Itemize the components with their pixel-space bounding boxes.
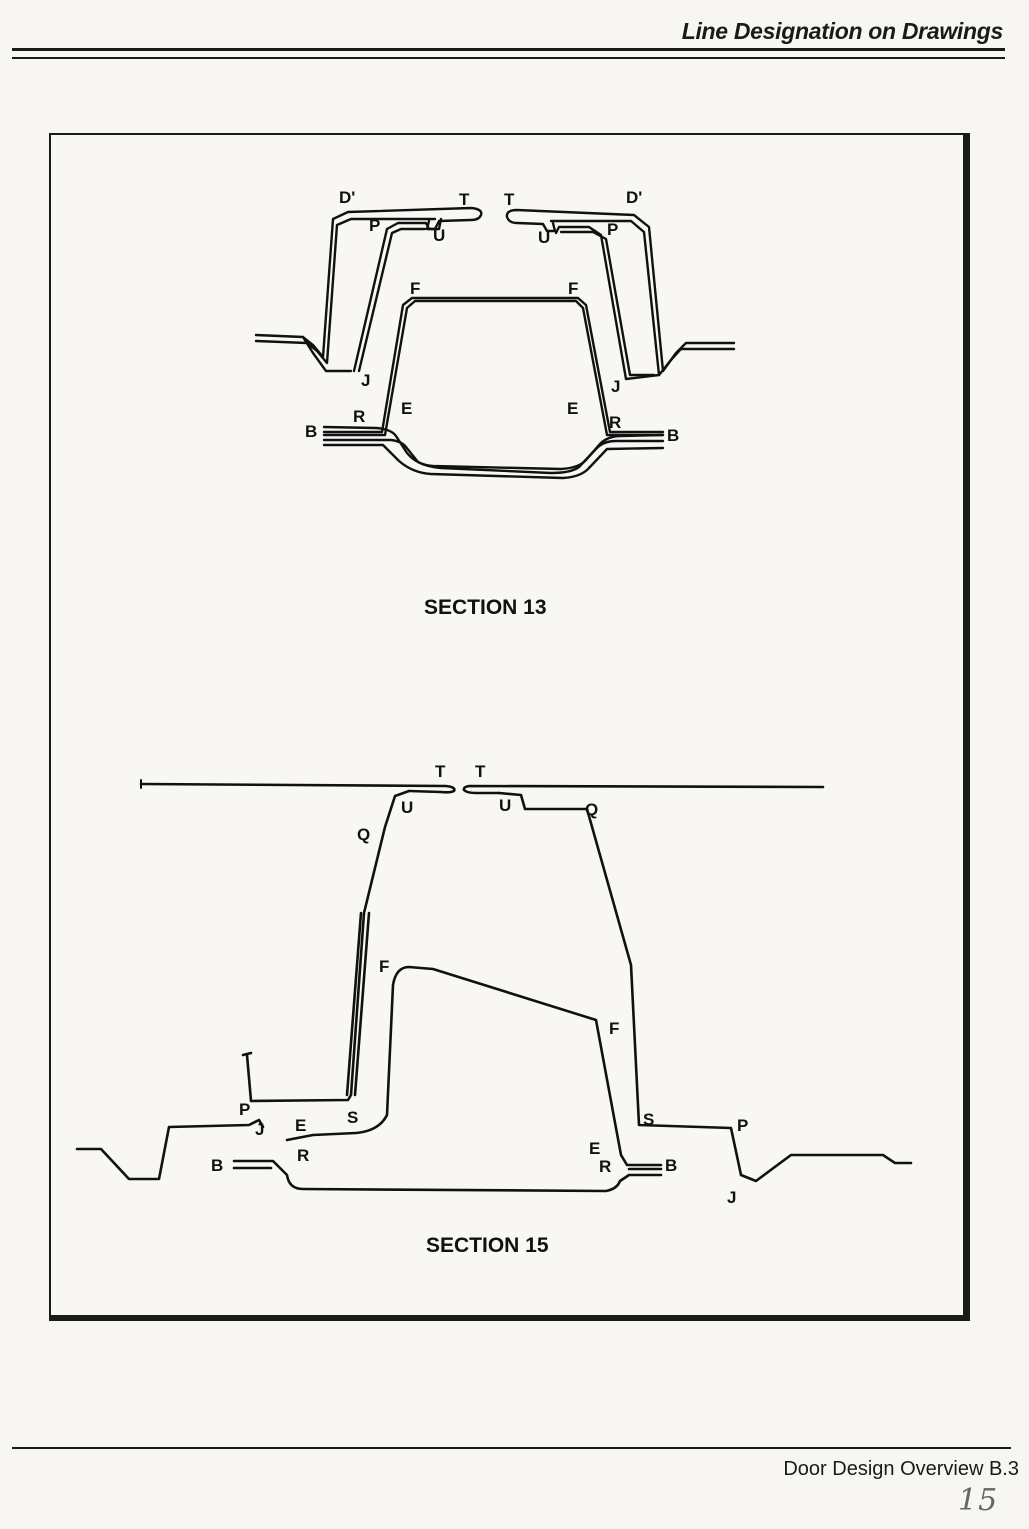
s13-label-t-right: T [504, 190, 515, 209]
section15-f-section [285, 965, 663, 1167]
header-rule-top [12, 48, 1005, 51]
s15-label-t-right: T [475, 762, 486, 781]
section15-left-panel [241, 789, 411, 1103]
section15-right-panel [497, 791, 913, 1183]
s13-label-j-right: J [611, 377, 620, 396]
section15-left-skin [75, 1118, 265, 1181]
s15-label-e-right: E [589, 1139, 600, 1158]
section13-drawing [254, 206, 736, 480]
header-rule-bottom [12, 57, 1005, 59]
page-header-title: Line Designation on Drawings [681, 18, 1004, 44]
s15-label-r-right: R [599, 1157, 611, 1176]
s13-label-u-right: U [538, 228, 550, 247]
s13-label-b-left: B [305, 422, 317, 441]
footer-rule [12, 1447, 1011, 1449]
s15-label-u-right: U [499, 796, 511, 815]
s15-label-t-left: T [435, 762, 446, 781]
s13-label-e-right: E [567, 399, 578, 418]
s15-label-s-left: S [347, 1108, 358, 1127]
section15-b-section [232, 1159, 663, 1193]
s15-label-e-left: E [295, 1116, 306, 1135]
page-number: 15 [958, 1483, 999, 1518]
section-drawings: D' T T D' P U U P F F J J R E E R B B SE… [75, 188, 913, 1257]
s13-label-f-left: F [410, 279, 420, 298]
section13-outer-left-line [254, 206, 483, 373]
figure-frame: D' T T D' P U U P F F J J R E E R B B SE… [49, 133, 970, 1321]
section15-caption: SECTION 15 [426, 1234, 549, 1257]
s13-label-t-left: T [459, 190, 470, 209]
footer-text: Door Design Overview B.3 [783, 1458, 1019, 1480]
section13-inner-right-line [554, 225, 661, 381]
s15-label-u-left: U [401, 798, 413, 817]
section13-inner-left-line [352, 217, 443, 373]
s15-label-b-left: B [211, 1156, 223, 1175]
s15-label-p-left: P [239, 1100, 250, 1119]
section15-top-line [139, 779, 825, 795]
s15-label-b-right: B [665, 1156, 677, 1175]
s13-label-r-right: R [609, 413, 621, 432]
s13-label-e-left: E [401, 399, 412, 418]
s13-label-b-right: B [667, 426, 679, 445]
s13-label-d-prime-left: D' [339, 188, 355, 207]
s13-label-d-prime-right: D' [626, 188, 642, 207]
s13-label-r-left: R [353, 407, 365, 426]
s13-label-j-left: J [361, 371, 370, 390]
s13-label-p-left: P [369, 216, 380, 235]
s15-label-r-left: R [297, 1146, 309, 1165]
s13-label-f-right: F [568, 279, 578, 298]
s15-label-j-left: J [255, 1120, 264, 1139]
s15-label-j-right: J [727, 1188, 736, 1207]
section15-drawing [75, 779, 913, 1193]
s15-label-f-right: F [609, 1019, 619, 1038]
section13-b-section [322, 425, 665, 480]
s13-label-p-right: P [607, 220, 618, 239]
s15-label-s-right: S [643, 1110, 654, 1129]
s13-label-u-left: U [433, 226, 445, 245]
s15-label-q-left: Q [357, 825, 370, 844]
s15-label-p-right: P [737, 1116, 748, 1135]
s15-label-q-right: Q [585, 800, 598, 819]
s15-label-f-left: F [379, 957, 389, 976]
section13-caption: SECTION 13 [424, 596, 547, 619]
